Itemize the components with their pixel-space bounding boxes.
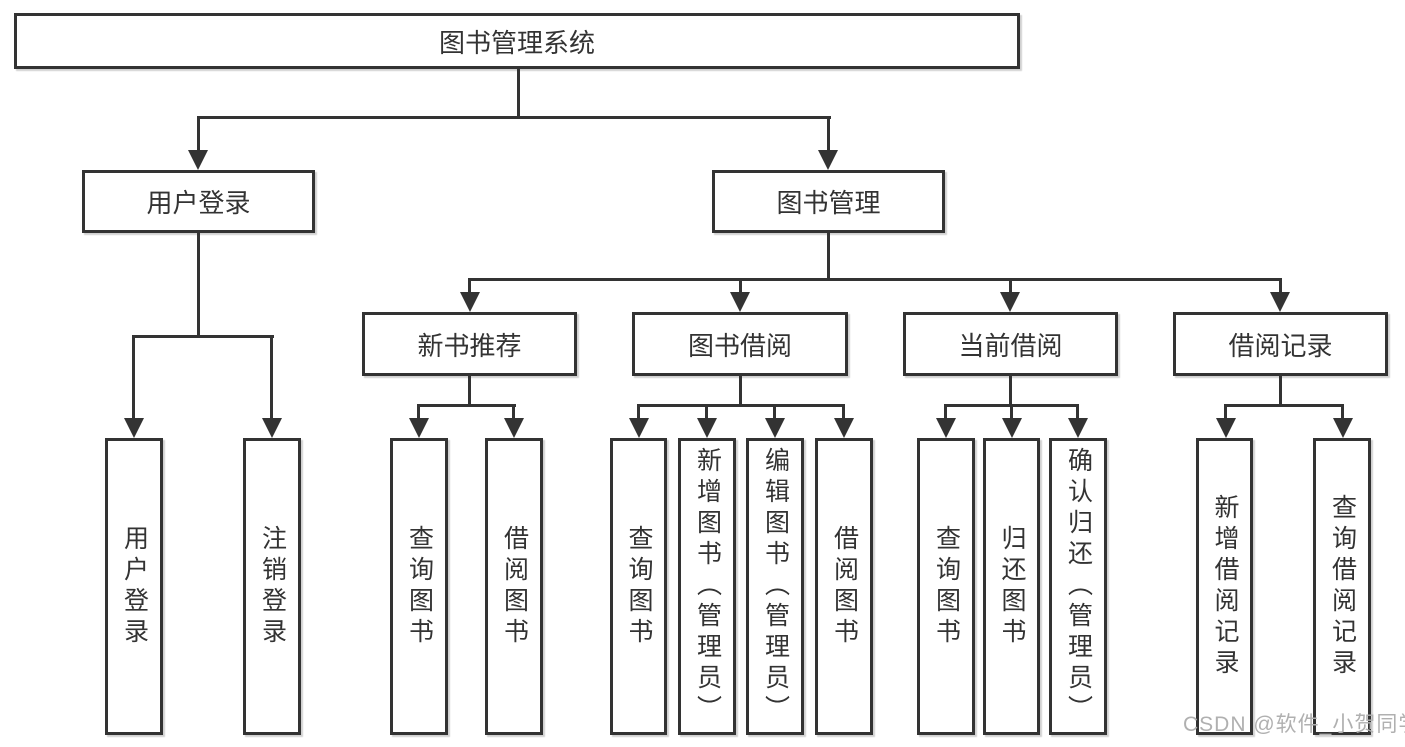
connector-drop-new-book bbox=[468, 278, 471, 294]
connector-drop-book-management bbox=[827, 116, 830, 152]
connector-bookborrow-hline bbox=[637, 404, 845, 407]
connector-bookmgmt-vline bbox=[827, 231, 830, 280]
leaf-add-books-admin: 新增图书（管理员） bbox=[678, 438, 736, 735]
connector-drop-g5-2 bbox=[1341, 404, 1344, 420]
connector-userlogin-vline bbox=[197, 231, 200, 337]
leaf-query-books-borrow-label: 查询图书 bbox=[625, 524, 653, 649]
node-borrow-records: 借阅记录 bbox=[1173, 312, 1388, 376]
connector-drop-g4-2 bbox=[1010, 404, 1013, 420]
node-library-system-label: 图书管理系统 bbox=[438, 27, 595, 58]
leaf-return-books-label: 归还图书 bbox=[998, 524, 1026, 649]
connector-drop-g2-1 bbox=[417, 404, 420, 420]
node-book-management-label: 图书管理 bbox=[776, 188, 881, 218]
connector-newbook-hline bbox=[418, 404, 516, 407]
node-library-system: 图书管理系统 bbox=[14, 13, 1020, 69]
arrowhead-borrow-records bbox=[1270, 292, 1290, 312]
leaf-return-books: 归还图书 bbox=[983, 438, 1040, 735]
arrowhead-g3-4 bbox=[834, 418, 854, 438]
connector-drop-user-login bbox=[197, 116, 200, 152]
arrowhead-leaf-logout bbox=[262, 418, 282, 438]
connector-drop-borrow-records bbox=[1279, 278, 1282, 294]
leaf-borrow-books: 借阅图书 bbox=[815, 438, 873, 735]
arrowhead-book-borrow bbox=[730, 292, 750, 312]
leaf-edit-books-admin: 编辑图书（管理员） bbox=[746, 438, 804, 735]
csdn-watermark: CSDN @软件_小贺同学 bbox=[1183, 713, 1405, 736]
node-new-book-recommend: 新书推荐 bbox=[362, 312, 577, 376]
connector-root-hline bbox=[197, 116, 831, 119]
leaf-query-books-current-label: 查询图书 bbox=[932, 524, 961, 649]
connector-drop-g3-4 bbox=[842, 404, 845, 420]
leaf-borrow-books-recommend-label: 借阅图书 bbox=[500, 524, 529, 649]
connector-drop-leaf-logout bbox=[270, 335, 273, 420]
arrowhead-g4-3 bbox=[1068, 418, 1088, 438]
arrowhead-g5-2 bbox=[1333, 418, 1353, 438]
leaf-add-borrow-record-label: 新增借阅记录 bbox=[1211, 493, 1239, 680]
connector-root-vline bbox=[517, 67, 520, 118]
connector-currentborrow-vline bbox=[1009, 374, 1012, 407]
connector-drop-g3-2 bbox=[705, 404, 708, 420]
connector-drop-g2-2 bbox=[512, 404, 515, 420]
node-current-borrow-label: 当前借阅 bbox=[958, 330, 1063, 361]
arrowhead-g3-1 bbox=[629, 418, 649, 438]
leaf-confirm-return-admin: 确认归还（管理员） bbox=[1049, 438, 1107, 735]
node-new-book-recommend-label: 新书推荐 bbox=[417, 330, 522, 361]
node-book-borrow-label: 图书借阅 bbox=[687, 330, 792, 361]
leaf-user-login: 用户登录 bbox=[105, 438, 163, 735]
connector-drop-g3-1 bbox=[637, 404, 640, 420]
connector-newbook-vline bbox=[468, 374, 471, 407]
node-borrow-records-label: 借阅记录 bbox=[1228, 330, 1333, 361]
connector-borrowrecords-hline bbox=[1224, 404, 1343, 407]
arrowhead-leaf-login bbox=[124, 418, 144, 438]
connector-drop-g4-3 bbox=[1076, 404, 1079, 420]
connector-drop-current-borrow bbox=[1009, 278, 1012, 294]
node-user-login: 用户登录 bbox=[82, 170, 315, 233]
leaf-query-books-recommend-label: 查询图书 bbox=[405, 524, 434, 649]
node-current-borrow: 当前借阅 bbox=[903, 312, 1118, 376]
arrowhead-g3-2 bbox=[697, 418, 717, 438]
arrowhead-new-book bbox=[460, 292, 480, 312]
arrowhead-g5-1 bbox=[1216, 418, 1236, 438]
connector-drop-g3-3 bbox=[773, 404, 776, 420]
node-book-borrow: 图书借阅 bbox=[632, 312, 848, 376]
leaf-logout-label: 注销登录 bbox=[258, 524, 287, 649]
leaf-query-borrow-record: 查询借阅记录 bbox=[1313, 438, 1371, 735]
leaf-query-books-current: 查询图书 bbox=[917, 438, 975, 735]
connector-drop-book-borrow bbox=[739, 278, 742, 294]
connector-bookborrow-vline bbox=[739, 374, 742, 407]
arrowhead-current-borrow bbox=[1000, 292, 1020, 312]
connector-userlogin-hline bbox=[133, 335, 274, 338]
arrowhead-g2-2 bbox=[504, 418, 524, 438]
arrowhead-g2-1 bbox=[409, 418, 429, 438]
node-user-login-label: 用户登录 bbox=[146, 188, 251, 218]
arrowhead-g4-2 bbox=[1002, 418, 1022, 438]
connector-bookmgmt-hline bbox=[469, 278, 1282, 281]
leaf-add-borrow-record: 新增借阅记录 bbox=[1196, 438, 1253, 735]
leaf-user-login-label: 用户登录 bbox=[120, 524, 149, 649]
connector-drop-g5-1 bbox=[1224, 404, 1227, 420]
leaf-query-books-recommend: 查询图书 bbox=[390, 438, 448, 735]
connector-drop-leaf-login bbox=[132, 335, 135, 420]
leaf-borrow-books-recommend: 借阅图书 bbox=[485, 438, 543, 735]
arrowhead-book-management bbox=[818, 150, 838, 170]
leaf-edit-books-admin-label: 编辑图书（管理员） bbox=[761, 447, 790, 726]
connector-borrowrecords-vline bbox=[1279, 374, 1282, 407]
arrowhead-g4-1 bbox=[936, 418, 956, 438]
leaf-logout: 注销登录 bbox=[243, 438, 301, 735]
arrowhead-g3-3 bbox=[765, 418, 785, 438]
leaf-query-books-borrow: 查询图书 bbox=[610, 438, 667, 735]
leaf-borrow-books-label: 借阅图书 bbox=[830, 524, 859, 649]
leaf-add-books-admin-label: 新增图书（管理员） bbox=[693, 447, 722, 726]
leaf-confirm-return-admin-label: 确认归还（管理员） bbox=[1064, 447, 1093, 726]
leaf-query-borrow-record-label: 查询借阅记录 bbox=[1328, 493, 1357, 680]
node-book-management: 图书管理 bbox=[712, 170, 945, 233]
arrowhead-user-login bbox=[188, 150, 208, 170]
connector-drop-g4-1 bbox=[944, 404, 947, 420]
